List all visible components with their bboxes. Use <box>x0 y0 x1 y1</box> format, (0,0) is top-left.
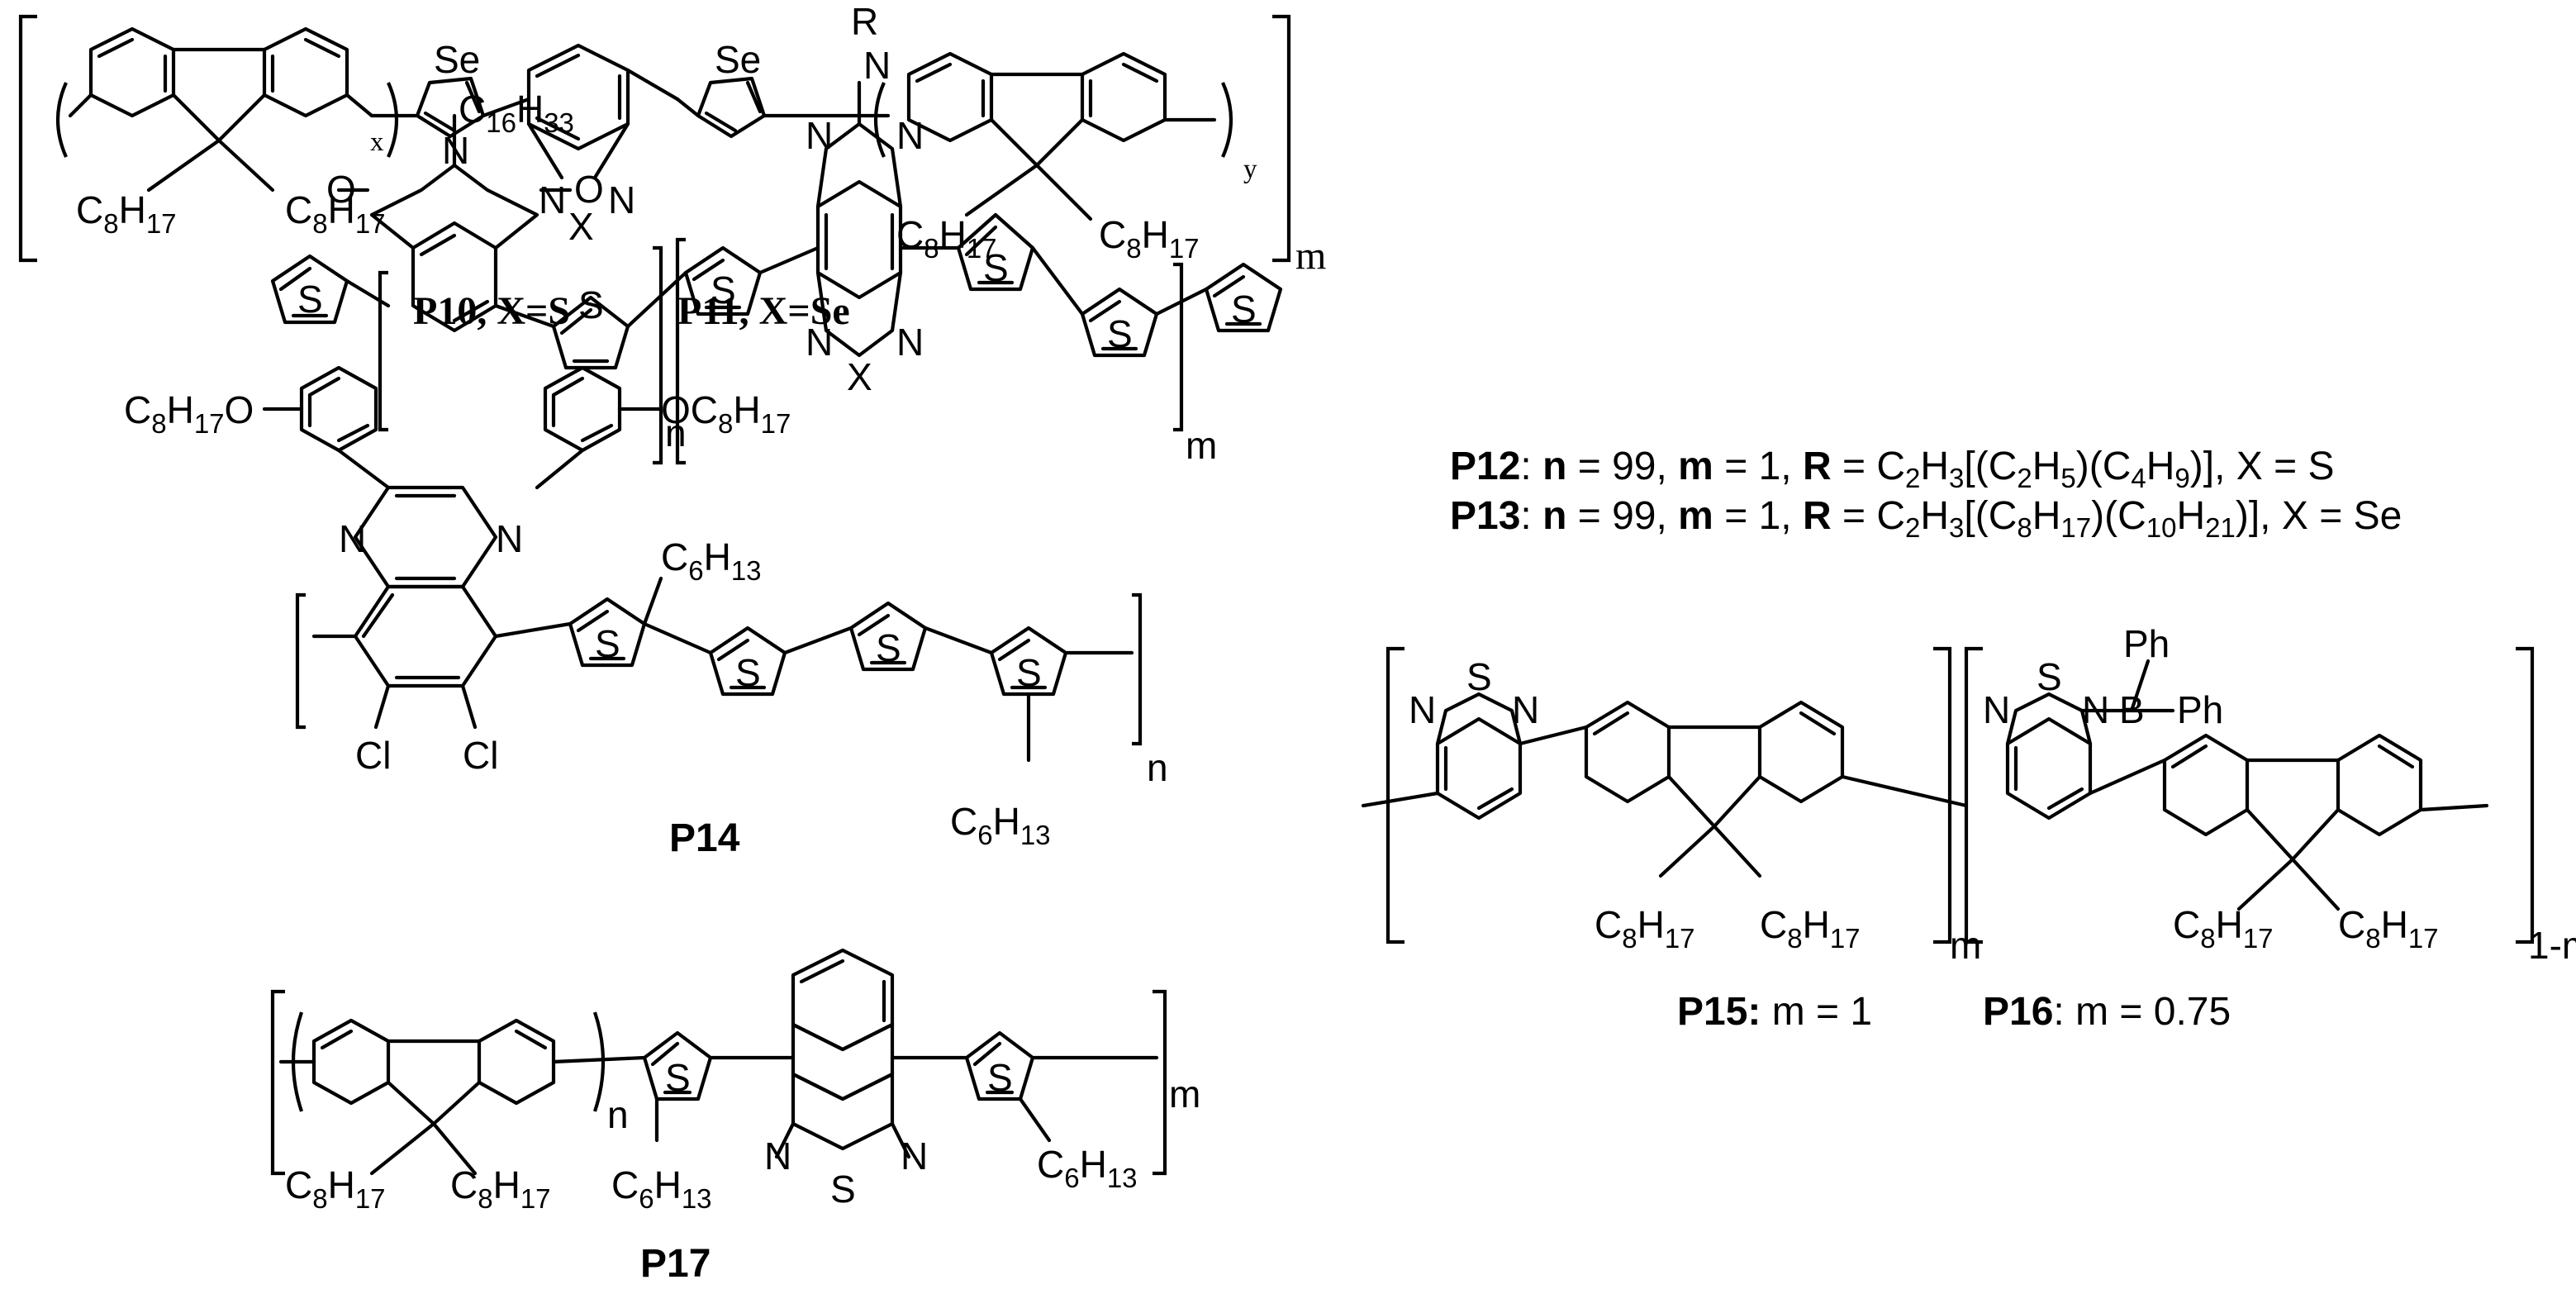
subscript-m: m <box>1186 424 1217 467</box>
c8h17-chain: C8H17 <box>2173 903 2274 954</box>
structure-p14: C8H17O OC8H17 N N Cl Cl S S S S C6H13 C6… <box>124 365 1168 860</box>
atom-s: S <box>578 283 604 326</box>
atom-s: S <box>665 1056 691 1099</box>
atom-s-end-left: S <box>297 278 323 321</box>
c8h17-chain: C8H17 <box>450 1163 551 1214</box>
atom-cl-left: Cl <box>355 734 391 777</box>
structure-p12-p13: S O O N S S S S S R N N N N N X C16H33 n… <box>270 0 1283 467</box>
c6h13-chain: C6H13 <box>1037 1143 1138 1193</box>
caption-p14: P14 <box>669 816 740 860</box>
atom-b: B <box>2119 688 2145 731</box>
atom-n: N <box>896 114 924 157</box>
caption-p17: P17 <box>640 1242 711 1286</box>
c8h17-chain: C8H17 <box>285 1163 386 1214</box>
atom-ph-right: Ph <box>2177 688 2223 731</box>
atom-n-left: N <box>539 178 566 221</box>
atom-n-top: N <box>863 44 891 87</box>
atom-n: N <box>806 114 833 157</box>
subscript-n: n <box>607 1093 629 1136</box>
subscript-n: n <box>1147 746 1168 789</box>
atom-n-right: N <box>608 178 635 221</box>
atom-o-right: O <box>574 168 604 211</box>
oc8h17-chain-right: OC8H17 <box>661 388 791 439</box>
atom-cl-right: Cl <box>463 734 498 777</box>
atom-n: N <box>896 321 924 364</box>
c16h33-chain: C16H33 <box>459 88 574 138</box>
atom-x: X <box>568 205 594 248</box>
atom-n: N <box>1983 688 2010 731</box>
atom-se-left: Se <box>434 38 480 81</box>
atom-n: N <box>901 1135 928 1177</box>
c6h13-chain-top: C6H13 <box>661 535 762 586</box>
c8h17-chain: C8H17 <box>2338 903 2439 954</box>
atom-n: N <box>764 1135 791 1177</box>
c6h13-chain-bottom: C6H13 <box>950 800 1051 850</box>
atom-n: N <box>1512 688 1539 731</box>
atom-s: S <box>711 269 736 312</box>
atom-s: S <box>2037 655 2062 698</box>
c8h17-chain: C8H17 <box>1595 903 1695 954</box>
atom-n-imide: N <box>442 129 469 172</box>
atom-s: S <box>876 626 901 669</box>
atom-s: S <box>983 246 1009 289</box>
caption-p16: P16: m = 0.75 <box>1983 990 2231 1034</box>
atom-s: S <box>1466 655 1492 698</box>
atom-s-end-right: S <box>1231 288 1257 331</box>
atom-n: N <box>2082 688 2109 731</box>
c8h17o-chain-left: C8H17O <box>124 388 254 439</box>
atom-ph-top: Ph <box>2123 622 2170 665</box>
atom-x: X <box>847 355 872 398</box>
subscript-y: y <box>1243 155 1257 184</box>
atom-n-left: N <box>339 517 366 560</box>
atom-s: S <box>735 651 761 694</box>
atom-se-right: Se <box>715 38 761 81</box>
caption-p15: P15: m = 1 <box>1677 990 1872 1034</box>
caption-p13: P13: n = 99, m = 1, R = C2H3[(C8H17)(C10… <box>1450 494 2402 543</box>
caption-p12: P12: n = 99, m = 1, R = C2H3[(C2H5)(C4H9… <box>1450 445 2335 493</box>
subscript-m: m <box>1950 924 1981 967</box>
structure-p15-p16: S N N S N N B Ph Ph C8H17 C8H17 C8H17 C8… <box>1361 622 2576 1034</box>
structure-p17: S S S N N C8H17 C8H17 C6H13 C6H13 n m P1… <box>270 948 1200 1286</box>
c6h13-chain: C6H13 <box>611 1163 712 1214</box>
atom-n: N <box>806 321 833 364</box>
atom-s: S <box>1107 312 1133 355</box>
subscript-m: m <box>1295 234 1326 278</box>
atom-n-right: N <box>496 517 523 560</box>
atom-s-thiadiazole: S <box>830 1168 856 1211</box>
atom-s: S <box>987 1056 1013 1099</box>
subscript-m: m <box>1169 1073 1200 1116</box>
atom-s: S <box>595 622 620 665</box>
subscript-1-m: 1-m <box>2528 924 2576 967</box>
atom-o-left: O <box>326 168 356 211</box>
subscript-x: x <box>370 127 384 157</box>
c8h17-chain: C8H17 <box>76 188 177 239</box>
c8h17-chain: C8H17 <box>1099 213 1200 264</box>
atom-s: S <box>1016 651 1042 694</box>
atom-n: N <box>1409 688 1436 731</box>
caption-p10: P10, X=S <box>413 289 570 333</box>
atom-r: R <box>851 0 878 43</box>
c8h17-chain: C8H17 <box>1760 903 1861 954</box>
subscript-n: n <box>665 412 687 454</box>
